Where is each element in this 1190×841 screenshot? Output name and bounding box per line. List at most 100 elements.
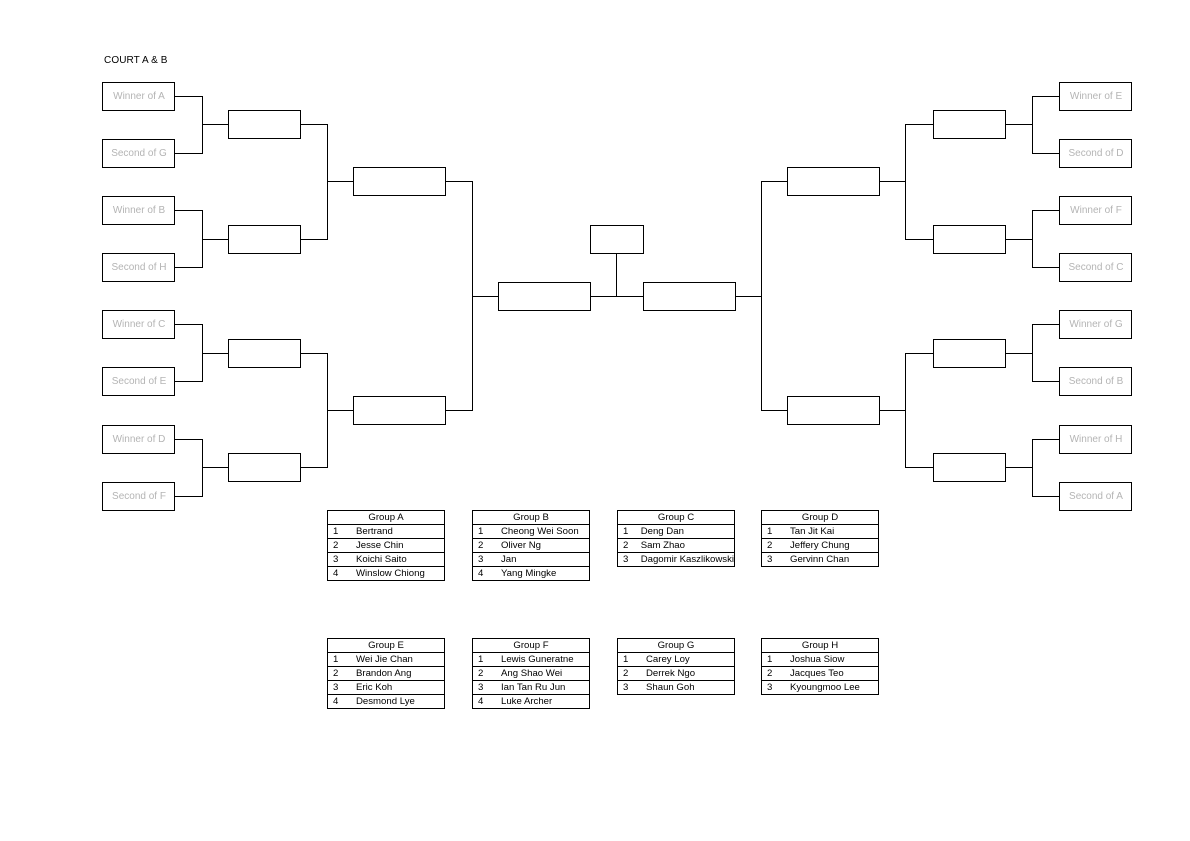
seed-box bbox=[1059, 139, 1132, 168]
seed-label-left: Second of F bbox=[112, 491, 166, 502]
seed-label-right: Winner of G bbox=[1069, 319, 1123, 330]
seed-label-right: Second of D bbox=[1068, 148, 1124, 159]
seed-label-right: Second of B bbox=[1068, 376, 1124, 387]
player-name: Dagomir Kaszlikowski bbox=[636, 552, 735, 567]
player-name: Yang Mingke bbox=[497, 566, 590, 581]
round3-boxes-left bbox=[353, 167, 446, 425]
rank: 1 bbox=[327, 524, 352, 539]
round2-boxes-left bbox=[228, 110, 301, 482]
connectors-r2-left bbox=[300, 124, 354, 468]
seed-label-left: Second of H bbox=[111, 262, 167, 273]
match-box bbox=[228, 225, 301, 254]
rank: 1 bbox=[327, 652, 352, 667]
rank: 3 bbox=[761, 552, 786, 567]
seed-box bbox=[1059, 367, 1132, 396]
rank: 4 bbox=[472, 566, 497, 581]
match-box bbox=[228, 453, 301, 482]
champion-box bbox=[590, 225, 644, 254]
group-title: Group E bbox=[327, 638, 445, 653]
rank: 1 bbox=[761, 652, 786, 667]
page-title: COURT A & B bbox=[104, 55, 168, 66]
player-name: Koichi Saito bbox=[352, 552, 445, 567]
match-box bbox=[228, 339, 301, 368]
seed-box bbox=[1059, 82, 1132, 111]
rank: 1 bbox=[472, 652, 497, 667]
rank: 1 bbox=[761, 524, 786, 539]
player-name: Gervinn Chan bbox=[786, 552, 879, 567]
match-box bbox=[787, 167, 880, 196]
player-name: Deng Dan bbox=[636, 524, 735, 539]
player-name: Jeffery Chung bbox=[786, 538, 879, 553]
seed-boxes-right bbox=[1059, 82, 1132, 511]
seed-box bbox=[1059, 482, 1132, 511]
group-title: Group C bbox=[617, 510, 735, 525]
rank: 2 bbox=[327, 666, 352, 681]
rank: 2 bbox=[327, 538, 352, 553]
connectors-r3-left bbox=[445, 181, 499, 411]
seed-label-left: Winner of C bbox=[112, 319, 166, 330]
rank: 3 bbox=[616, 552, 637, 567]
seed-label-left: Second of G bbox=[111, 148, 167, 159]
match-box bbox=[787, 396, 880, 425]
seed-label-right: Second of C bbox=[1068, 262, 1124, 273]
seed-label-right: Winner of H bbox=[1069, 434, 1123, 445]
player-name: Jacques Teo bbox=[786, 666, 879, 681]
rank: 1 bbox=[616, 524, 637, 539]
player-name: Oliver Ng bbox=[497, 538, 590, 553]
rank: 2 bbox=[472, 666, 497, 681]
player-name: Kyoungmoo Lee bbox=[786, 680, 879, 695]
rank: 2 bbox=[616, 538, 637, 553]
seed-label-left: Winner of A bbox=[113, 91, 165, 102]
match-box bbox=[933, 453, 1006, 482]
player-name: Brandon Ang bbox=[352, 666, 445, 681]
player-name: Desmond Lye bbox=[352, 694, 445, 709]
player-name: Winslow Chiong bbox=[352, 566, 445, 581]
seed-box bbox=[1059, 425, 1132, 454]
player-name: Jan bbox=[497, 552, 590, 567]
match-box bbox=[933, 225, 1006, 254]
rank: 1 bbox=[617, 652, 642, 667]
rank: 4 bbox=[327, 566, 352, 581]
player-name: Shaun Goh bbox=[642, 680, 735, 695]
match-box bbox=[353, 167, 446, 196]
rank: 3 bbox=[472, 552, 497, 567]
player-name: Tan Jit Kai bbox=[786, 524, 879, 539]
semifinal-box-right bbox=[643, 282, 736, 311]
connectors-r2-right bbox=[879, 124, 934, 468]
connectors-r1-right bbox=[1005, 96, 1060, 497]
seed-label-right: Second of A bbox=[1069, 491, 1123, 502]
rank: 2 bbox=[761, 666, 786, 681]
player-name: Eric Koh bbox=[352, 680, 445, 695]
player-name: Ang Shao Wei bbox=[497, 666, 590, 681]
rank: 4 bbox=[472, 694, 497, 709]
group-title: Group B bbox=[472, 510, 590, 525]
seed-box bbox=[1059, 253, 1132, 282]
player-name: Carey Loy bbox=[642, 652, 735, 667]
rank: 3 bbox=[327, 552, 352, 567]
group-title: Group G bbox=[617, 638, 735, 653]
